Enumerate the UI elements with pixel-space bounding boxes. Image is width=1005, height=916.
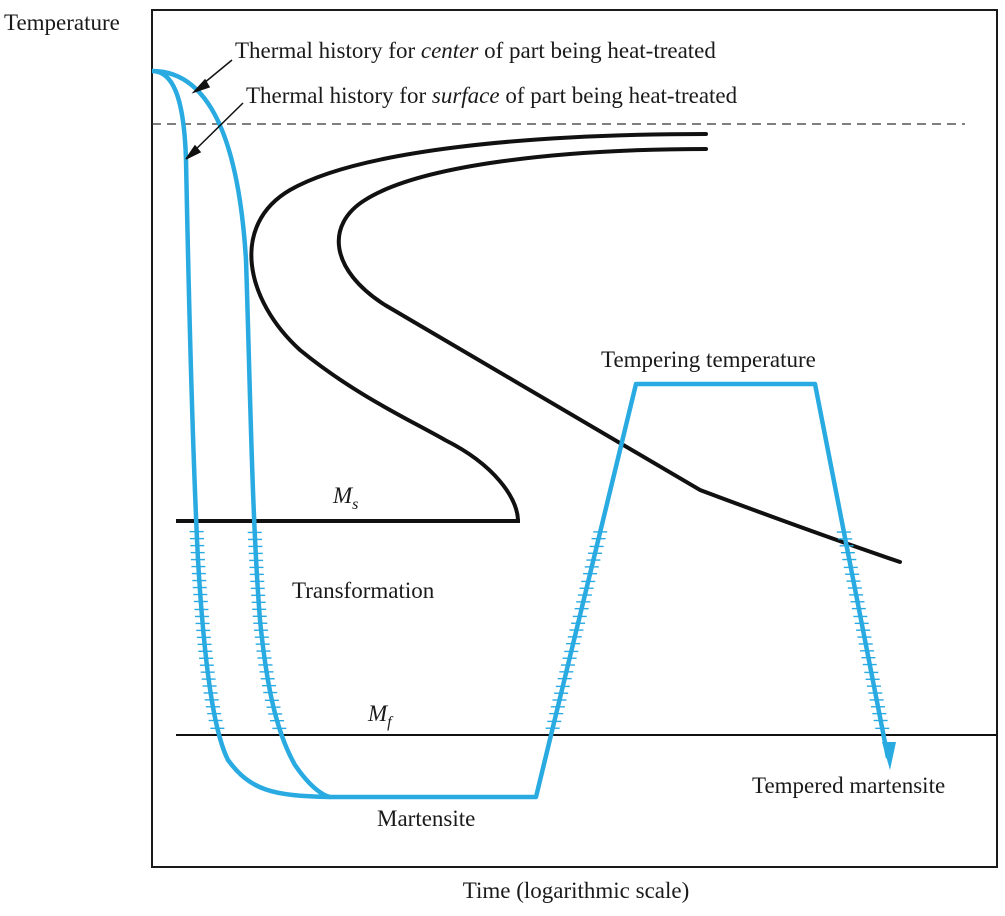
y-axis-label: Temperature [4,10,120,35]
surface-transformation-hatching [189,530,225,730]
transformation-start-curve [249,132,708,522]
transformation-finish-curve [336,147,902,564]
surface-leader-arrow [185,102,244,160]
center-history-label: Thermal history for center of part being… [235,38,716,63]
x-axis-label: Time (logarithmic scale) [463,878,690,903]
center-thermal-history [151,68,891,800]
tempered-martensite-arrowhead [882,742,896,770]
surface-thermal-history [151,68,331,800]
center-transformation-hatching [247,531,890,730]
plot-frame [151,9,998,868]
ms-label: Ms [332,483,358,513]
mf-label: Mf [367,701,394,731]
transformation-label: Transformation [292,578,435,603]
surface-history-label: Thermal history for surface of part bein… [246,83,738,108]
tempered-martensite-label: Tempered martensite [752,773,945,798]
martensite-label: Martensite [377,806,475,831]
center-leader-arrow [191,59,233,94]
tempering-temperature-label: Tempering temperature [601,347,816,372]
